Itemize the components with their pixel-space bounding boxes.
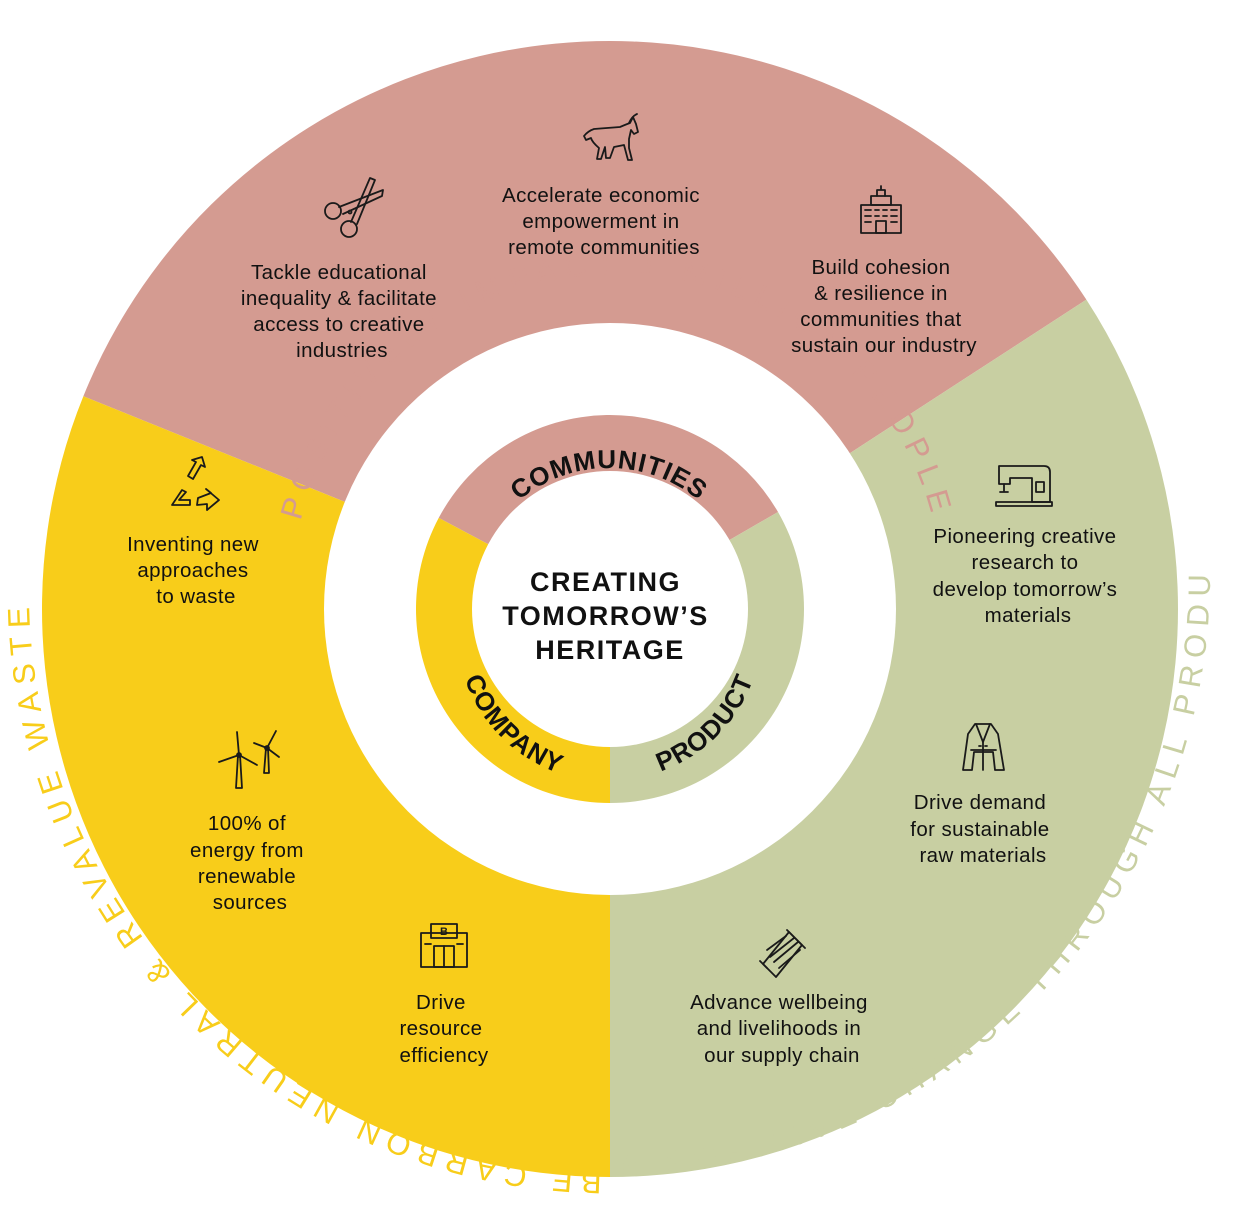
sustainable-demand-text: Drive demand for sustainable raw materia… <box>910 791 1055 867</box>
item-text-line: Pioneering creative <box>933 525 1116 548</box>
communities-sector <box>83 41 1087 505</box>
item-text-line: & resilience in <box>814 282 948 305</box>
item-text-line: Advance wellbeing <box>690 991 868 1014</box>
item-text-line: Build cohesion <box>811 256 950 279</box>
item-text-line: industries <box>296 339 388 362</box>
item-text-line: approaches <box>137 559 248 582</box>
item-text-line: raw materials <box>919 844 1046 867</box>
item-text-line: resource <box>399 1017 482 1040</box>
item-text-line: for sustainable <box>910 818 1049 841</box>
item-text-line: communities that <box>800 308 961 331</box>
renewable-energy-text: 100% of energy from renewable sources <box>190 812 310 914</box>
sewing-machine-icon <box>995 465 1053 507</box>
resource-efficiency-text: Drive resource efficiency <box>399 991 488 1067</box>
item-text-line: energy from <box>190 839 304 862</box>
item-text-line: 100% of <box>208 812 286 835</box>
item-text-line: Accelerate economic <box>502 184 700 207</box>
product-ring-segment <box>610 512 804 803</box>
svg-text:B: B <box>440 926 448 938</box>
creative-research-text: Pioneering creative research to develop … <box>933 525 1124 627</box>
item-text-line: sustain our industry <box>791 334 977 357</box>
item-text-line: remote communities <box>508 236 700 259</box>
item-text-line: Drive demand <box>914 791 1046 814</box>
item-text-line: access to creative <box>253 313 424 336</box>
thread-spool-icon <box>759 929 806 978</box>
scissors-icon <box>324 177 384 238</box>
recycle-icon <box>171 456 220 511</box>
item-text-line: inequality & facilitate <box>241 287 437 310</box>
center-title: CREATING TOMORROW’S HERITAGE <box>502 567 718 665</box>
center-title-line: TOMORROW’S <box>502 601 709 631</box>
item-text-line: sources <box>213 891 288 914</box>
item-text-line: materials <box>985 604 1072 627</box>
item-text-line: to waste <box>156 585 236 608</box>
center-disc <box>472 471 748 747</box>
item-text-line: Drive <box>416 991 466 1014</box>
item-text-line: Tackle educational <box>251 261 427 284</box>
item-text-line: our supply chain <box>704 1044 860 1067</box>
educational-inequality-text: Tackle educational inequality & facilita… <box>241 261 443 362</box>
item-text-line: empowerment in <box>522 210 679 233</box>
center-title-line: HERITAGE <box>535 635 685 665</box>
community-cohesion-text: Build cohesion & resilience in communiti… <box>791 256 977 357</box>
company-sector <box>41 396 610 1177</box>
center-title-line: CREATING <box>530 567 681 597</box>
supply-chain-wellbeing-text: Advance wellbeing and livelihoods in our… <box>690 991 874 1067</box>
waste-approaches-text: Inventing new approaches to waste <box>127 533 265 608</box>
communities-ring-segment <box>438 415 779 546</box>
wind-turbine-icon <box>218 730 280 789</box>
item-text-line: research to <box>971 551 1078 574</box>
store-icon: B <box>420 923 468 968</box>
economic-empowerment-text: Accelerate economic empowerment in remot… <box>502 184 706 259</box>
item-text-line: and livelihoods in <box>697 1017 861 1040</box>
item-text-line: develop tomorrow’s <box>933 578 1118 601</box>
building-icon <box>860 185 902 234</box>
item-text-line: renewable <box>198 865 296 888</box>
goat-icon <box>583 113 639 161</box>
item-text-line: efficiency <box>399 1044 488 1067</box>
trench-coat-icon <box>962 723 1005 771</box>
item-text-line: Inventing new <box>127 533 259 556</box>
company-ring-segment <box>416 517 610 803</box>
product-sector <box>610 299 1178 1177</box>
